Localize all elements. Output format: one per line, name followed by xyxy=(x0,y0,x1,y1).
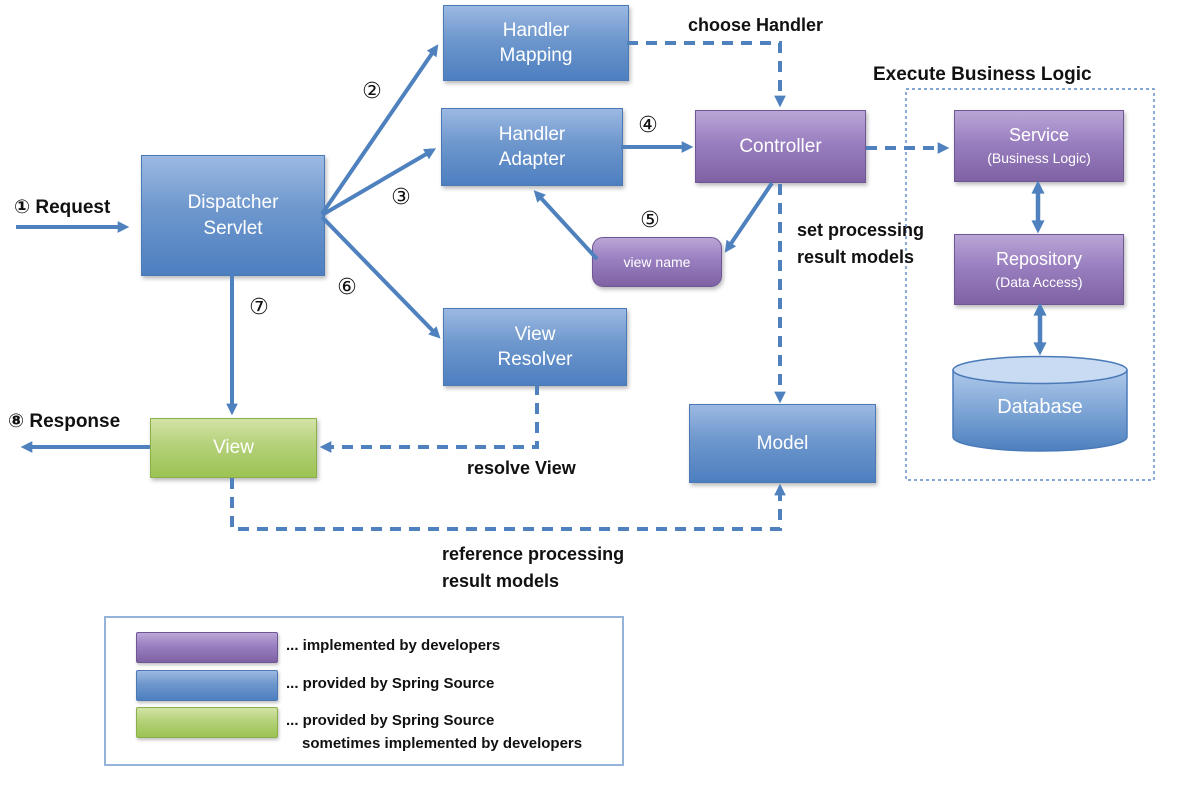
step-4-badge: ④ xyxy=(638,112,658,137)
view-label: View xyxy=(213,437,254,459)
handler-mapping-label-line2: Mapping xyxy=(499,45,573,66)
dispatcher-servlet-box: Dispatcher Servlet xyxy=(141,155,325,276)
service-sublabel: (Business Logic) xyxy=(987,150,1091,167)
arrow-view-to-model xyxy=(230,478,786,531)
arrow-view-name-to-adapter xyxy=(533,190,599,261)
database-label: Database xyxy=(997,396,1083,418)
arrow-ds-to-handler-mapping xyxy=(320,44,439,216)
legend-swatch-provided-sometimes-implemented xyxy=(136,707,278,738)
set-processing-label: set processing result models xyxy=(797,217,924,271)
controller-box: Controller xyxy=(695,110,866,183)
handler-adapter-label-line1: Handler xyxy=(498,123,566,145)
choose-handler-label: choose Handler xyxy=(688,15,824,35)
repository-label: Repository xyxy=(995,248,1083,269)
step-6-badge: ⑥ xyxy=(337,274,357,299)
arrow-resolver-to-view xyxy=(319,384,539,453)
handler-mapping-label-line1: Handler xyxy=(502,19,570,41)
arrow-choose-handler xyxy=(627,41,786,108)
view-box: View xyxy=(150,418,317,478)
reference-line1: reference processing xyxy=(442,544,625,564)
model-box: Model xyxy=(689,404,876,483)
step-7-badge: ⑦ xyxy=(249,294,269,319)
service-box: Service (Business Logic) xyxy=(954,110,1124,182)
view-resolver-label-line2: Resolver xyxy=(497,349,573,370)
execute-business-logic-label: Execute Business Logic xyxy=(873,64,1092,85)
step-5-badge: ⑤ xyxy=(640,207,660,232)
resolve-view-label: resolve View xyxy=(467,458,576,478)
legend-text-implemented-by-developers: ... implemented by developers xyxy=(286,637,501,654)
handler-mapping-box: Handler Mapping xyxy=(443,5,629,81)
set-processing-line2: result models xyxy=(797,247,915,267)
model-label: Model xyxy=(756,432,809,454)
legend-text-provided-sometimes-implemented-line1: ... provided by Spring Source xyxy=(286,712,495,729)
view-resolver-label-line1: View xyxy=(514,323,556,345)
response-label: ⑧ Response xyxy=(8,411,121,432)
handler-adapter-box: Handler Adapter xyxy=(441,108,623,186)
view-resolver-box: View Resolver xyxy=(443,308,627,386)
service-label: Service xyxy=(1008,125,1070,146)
legend-box: ... implemented by developers ... provid… xyxy=(104,616,624,766)
legend-text-provided-by-spring: ... provided by Spring Source xyxy=(286,675,495,692)
legend-text-provided-sometimes-implemented-line2: sometimes implemented by developers xyxy=(302,735,583,752)
repository-sublabel: (Data Access) xyxy=(995,273,1083,290)
reference-processing-label: reference processing result models xyxy=(442,541,624,595)
view-name-label: view name xyxy=(623,253,691,270)
reference-line2: result models xyxy=(442,571,560,591)
legend-swatch-implemented-by-developers xyxy=(136,632,278,663)
set-processing-line1: set processing xyxy=(797,220,925,240)
database-cylinder-top xyxy=(952,355,1128,385)
legend-swatch-provided-by-spring xyxy=(136,670,278,701)
dispatcher-servlet-label-line1: Dispatcher xyxy=(187,192,279,214)
arrow-ds-to-handler-adapter xyxy=(320,148,437,217)
dispatcher-servlet-label-line2: Servlet xyxy=(203,217,263,239)
request-label: ① Request xyxy=(14,197,111,218)
arrow-controller-to-view-name xyxy=(724,181,774,253)
controller-label: Controller xyxy=(739,135,822,157)
handler-adapter-label-line2: Adapter xyxy=(498,149,566,170)
step-3-badge: ③ xyxy=(391,184,411,209)
step-2-badge: ② xyxy=(362,78,382,103)
repository-box: Repository (Data Access) xyxy=(954,234,1124,305)
view-name-box: view name xyxy=(592,237,722,287)
